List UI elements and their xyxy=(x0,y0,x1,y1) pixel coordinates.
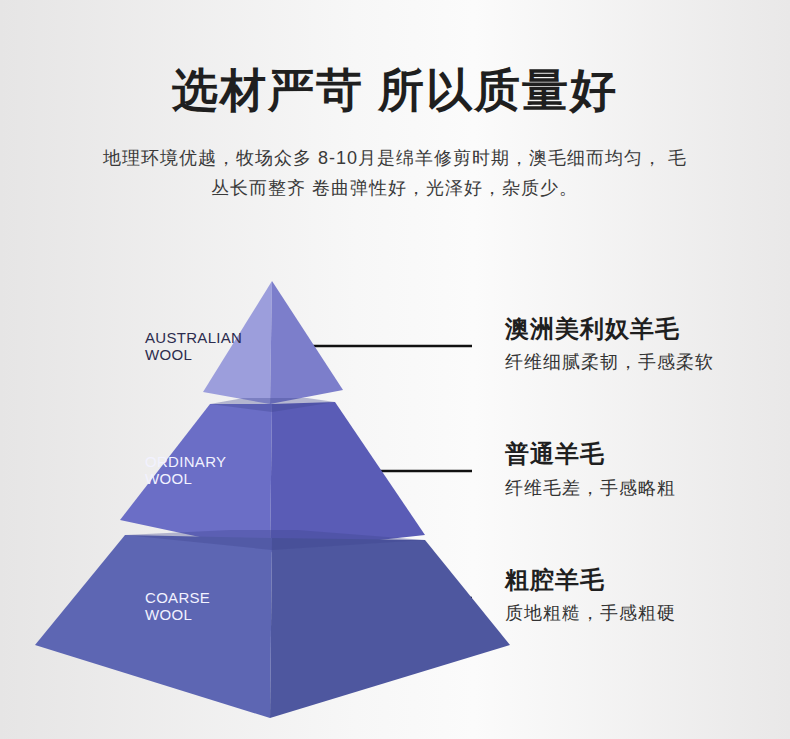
pyramid-tier: COARSE WOOL xyxy=(30,530,515,722)
wool-description: 质地粗糙，手感粗硬 xyxy=(505,601,676,625)
wool-description: 纤维毛差，手感略粗 xyxy=(505,476,676,500)
pyramid-tier: AUSTRALIAN WOOL xyxy=(140,276,350,408)
tier-top xyxy=(210,398,335,412)
tier-top xyxy=(125,530,425,550)
tier-label: AUSTRALIAN WOOL xyxy=(145,329,242,363)
tier-face xyxy=(35,535,272,718)
wool-description: 纤维细腻柔韧，手感柔软 xyxy=(505,350,714,374)
tier-face xyxy=(270,281,343,404)
tier-label: COARSE WOOL xyxy=(145,589,210,623)
wool-heading: 粗腔羊毛 xyxy=(505,565,605,595)
tier-label: ORDINARY WOOL xyxy=(145,453,226,487)
leader-line xyxy=(292,345,472,348)
intro-text: 地理环境优越，牧场众多 8-10月是绵羊修剪时期，澳毛细而均匀， 毛丛长而整齐 … xyxy=(95,143,695,203)
title: 选材严苛 所以质量好 xyxy=(0,62,790,118)
wool-heading: 澳洲美利奴羊毛 xyxy=(505,314,680,344)
tier-face xyxy=(270,538,510,718)
wool-heading: 普通羊毛 xyxy=(505,439,605,469)
tier-face xyxy=(270,402,425,552)
tier-shape xyxy=(30,530,515,722)
